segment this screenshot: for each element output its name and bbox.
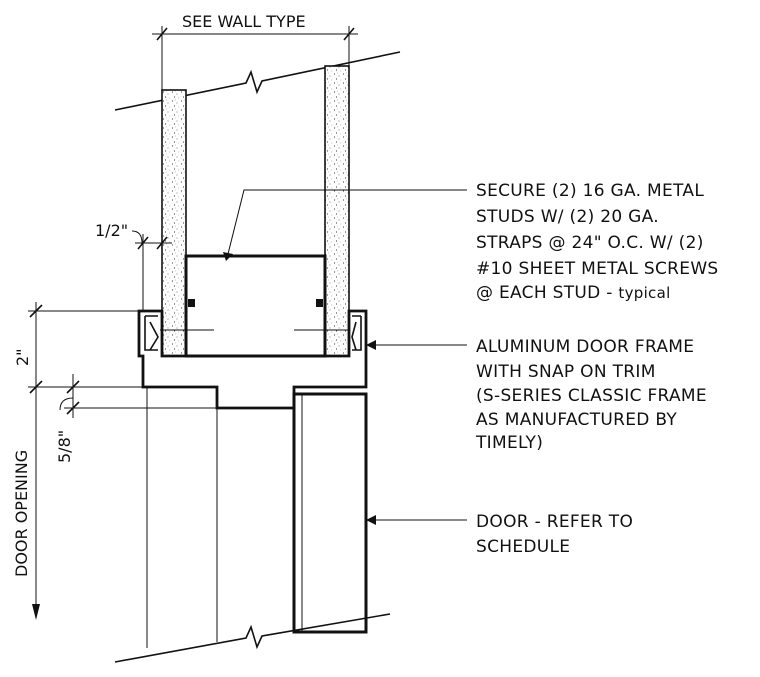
stud-screw-left: [188, 299, 195, 307]
metal-stud-box: [184, 254, 327, 358]
dim-five-eighths-tick-top: [66, 380, 80, 394]
dim-half-inch-tick-right: [156, 236, 168, 250]
dim-half-inch-tick-left: [137, 236, 149, 250]
dim-wall-type-tick-left: [156, 27, 168, 41]
stud-screw-right: [316, 299, 323, 307]
snap-trim-left: [144, 315, 159, 351]
callout-frame-line-1: ALUMINUM DOOR FRAME: [476, 337, 694, 357]
dim-two-inch-tick-top: [29, 304, 43, 318]
snap-trim-right: [351, 315, 362, 351]
dimension-two-inch: 2": [13, 302, 143, 394]
callout-frame: ALUMINUM DOOR FRAME WITH SNAP ON TRIM (S…: [366, 337, 707, 453]
gypsum-board-right: [324, 65, 350, 357]
callout-door-line-1: DOOR - REFER TO: [476, 512, 633, 532]
dim-half-inch-label: 1/2": [95, 221, 128, 240]
gypsum-board-left: [161, 89, 187, 357]
callout-studs: SECURE (2) 16 GA. METAL STUDS W/ (2) 20 …: [223, 181, 719, 303]
callout-frame-line-5: TIMELY): [475, 433, 543, 453]
callout-frame-line-2: WITH SNAP ON TRIM: [476, 362, 656, 382]
callout-door-line-2: SCHEDULE: [476, 537, 570, 557]
dim-wall-type-tick-right: [343, 27, 355, 41]
callout-studs-line-2: STUDS W/ (2) 20 GA.: [476, 207, 659, 227]
callout-studs-typical: typical: [618, 284, 670, 302]
callout-frame-line-3: (S-SERIES CLASSIC FRAME: [476, 386, 707, 406]
callout-studs-line-3: STRAPS @ 24" O.C. W/ (2): [476, 233, 704, 253]
callout-frame-arrowhead: [366, 340, 376, 350]
callout-studs-line-5-main: @ EACH STUD -: [476, 283, 618, 303]
dimension-half-inch: 1/2": [95, 221, 172, 311]
callout-door: DOOR - REFER TO SCHEDULE: [366, 512, 633, 557]
frame-profile: [137, 309, 368, 410]
dim-five-eighths-leader: [59, 397, 74, 411]
dimension-five-eighths: 5/8": [55, 374, 217, 463]
dim-wall-type-label: SEE WALL TYPE: [182, 12, 306, 31]
dimension-door-opening: DOOR OPENING: [12, 394, 40, 620]
dim-five-eighths-label: 5/8": [55, 430, 74, 463]
callout-studs-line-1: SECURE (2) 16 GA. METAL: [476, 181, 704, 201]
top-break-line: [114, 51, 401, 111]
bottom-break-line: [114, 613, 391, 663]
door-leaf: [292, 392, 368, 634]
aluminum-door-frame: [137, 309, 368, 410]
callout-studs-line-4: #10 SHEET METAL SCREWS: [476, 259, 719, 279]
dim-two-inch-label: 2": [13, 348, 32, 366]
callout-studs-leader: [227, 189, 467, 255]
dim-two-inch-tick-bottom: [29, 380, 43, 394]
callout-door-arrowhead: [366, 515, 376, 525]
dim-half-inch-leader: [131, 230, 143, 244]
dimension-wall-type: SEE WALL TYPE: [152, 12, 358, 90]
dim-door-opening-arrow: [32, 604, 40, 620]
callout-studs-arrowhead: [223, 252, 233, 261]
dim-door-opening-label: DOOR OPENING: [12, 450, 31, 577]
callout-frame-line-4: AS MANUFACTURED BY: [476, 410, 677, 430]
dim-five-eighths-tick-bottom: [66, 401, 80, 415]
door-section: [114, 387, 391, 663]
callout-studs-line-5: @ EACH STUD - typical: [476, 283, 671, 303]
